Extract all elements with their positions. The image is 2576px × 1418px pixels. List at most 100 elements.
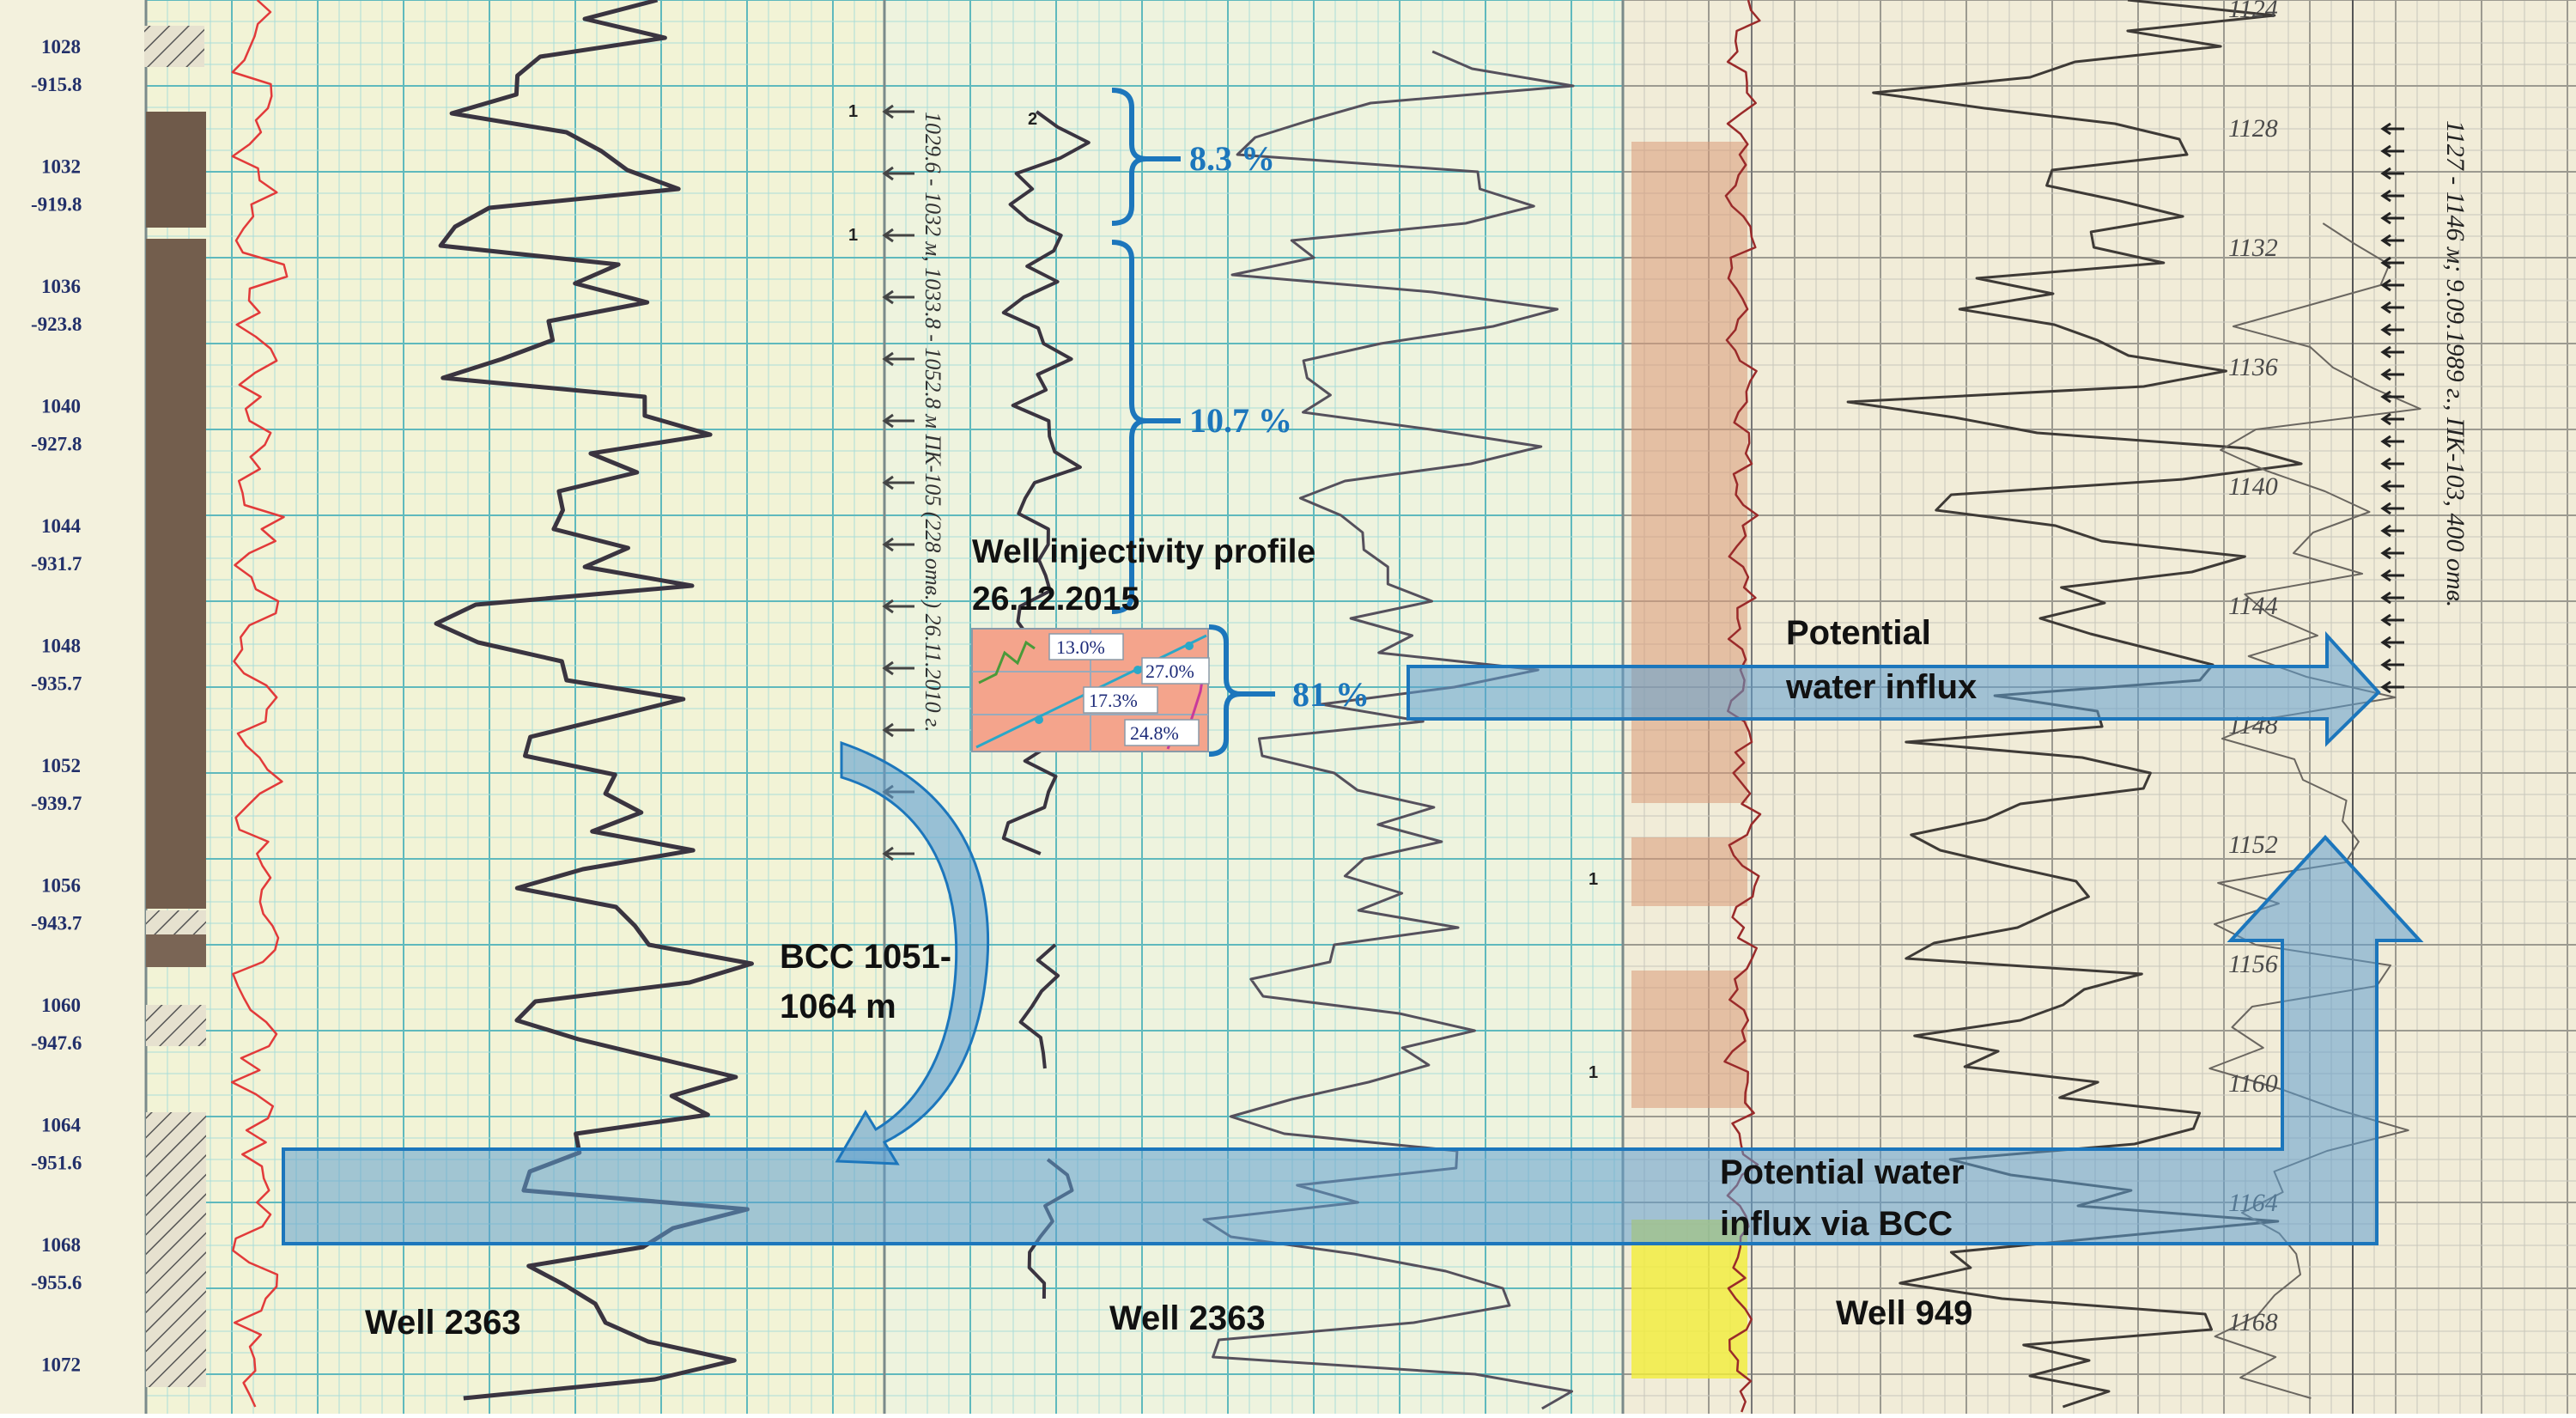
perforation-arrow-head — [2380, 234, 2391, 247]
lithology-hatch — [146, 1112, 206, 1387]
influx-label-line1: Potential — [1786, 614, 1931, 652]
inset-cell-value: 17.3% — [1089, 690, 1138, 711]
perforation-arrow-head — [2380, 524, 2391, 538]
depth-md-label: 1068 — [41, 1234, 81, 1256]
inset-cell-box — [1141, 657, 1210, 685]
perforation-arrow-head — [2380, 435, 2391, 448]
depth-tvd-label: -951.6 — [31, 1153, 82, 1174]
perforation-arrow-head — [2380, 144, 2391, 158]
perforation-arrow-head — [2380, 412, 2391, 426]
depth-md-label: 1052 — [41, 755, 81, 776]
highlight-zone — [1631, 1220, 1747, 1378]
inset-cell-value: 24.8% — [1130, 722, 1179, 744]
depth-tvd-label: -927.8 — [31, 434, 82, 455]
perforation-arrow-head — [2380, 278, 2391, 292]
gamma-curve — [1018, 943, 1060, 1069]
perforation-zone — [1631, 837, 1747, 906]
interval-brackets — [1111, 88, 1275, 757]
curve-marker-1: 1 — [848, 226, 858, 245]
interval-percent-3: 81 % — [1292, 675, 1370, 714]
lithology-hatch — [144, 26, 204, 67]
perforation-arrow-head — [882, 166, 894, 181]
depth-md-label: 1048 — [41, 636, 81, 657]
well-949-depth-label: 1124 — [2228, 0, 2278, 23]
depth-tvd-label: -931.7 — [31, 553, 82, 575]
lithology-sandstone — [146, 934, 206, 967]
curve-marker-1: 1 — [1589, 1063, 1598, 1082]
perforation-arrow-head — [882, 660, 894, 676]
well-949-depth-label: 1156 — [2228, 950, 2278, 978]
perforation-arrow-head — [882, 475, 894, 490]
perforation-arrow-head — [882, 722, 894, 738]
curve-marker-1: 1 — [1589, 870, 1598, 889]
influx-label-line2: water influx — [1785, 668, 1977, 706]
perforation-arrow-head — [2380, 457, 2391, 471]
perforation-arrow-head — [2380, 658, 2391, 672]
lithology-sandstone — [146, 112, 206, 228]
depth-tvd-label: -943.7 — [31, 913, 82, 934]
depth-tvd-label: -939.7 — [31, 793, 82, 814]
perforation-arrow-head — [882, 351, 894, 367]
left-strip — [0, 0, 146, 1414]
perforation-arrow-head — [2380, 368, 2391, 381]
lithology-sandstone — [146, 239, 206, 909]
sp-curve — [230, 0, 289, 1408]
bcc-influx-arrow — [282, 835, 2424, 1245]
inset-point — [1133, 666, 1142, 674]
well-949-depth-label: 1128 — [2228, 114, 2278, 143]
depth-md-label: 1072 — [41, 1354, 81, 1376]
depth-tvd-label: -947.6 — [31, 1032, 82, 1054]
perforation-arrow-head — [2380, 591, 2391, 605]
depth-md-label: 1040 — [41, 396, 81, 417]
bcc-label-line1: BCC 1051- — [780, 938, 951, 976]
perforation-arrow-head — [2380, 256, 2391, 270]
well-label-panel-1: Well 2363 — [365, 1304, 521, 1342]
lithology-hatch — [146, 910, 206, 934]
depth-md-label: 1044 — [41, 515, 82, 537]
bcc-influx-label-line1: Potential water — [1720, 1153, 1965, 1191]
perforation-arrow-head — [2380, 345, 2391, 359]
water-influx-arrow — [1406, 630, 2381, 747]
depth-md-label: 1036 — [41, 276, 81, 297]
inset-point — [1035, 715, 1043, 724]
depth-tvd-label: -923.8 — [31, 313, 82, 335]
perforation-markers — [882, 104, 2404, 861]
perforation-arrow-head — [2380, 390, 2391, 404]
injectivity-title-line1: Well injectivity profile — [972, 533, 1315, 570]
perforation-arrow-head — [2380, 569, 2391, 582]
bcc-label-line2: 1064 m — [780, 988, 896, 1025]
perforation-arrow-head — [2380, 680, 2391, 694]
curve-marker-2: 2 — [1028, 110, 1037, 129]
lithology-hatch — [146, 1005, 206, 1046]
curve-marker-1: 1 — [848, 102, 858, 121]
perforation-zone — [1631, 971, 1747, 1108]
inset-point — [1185, 642, 1194, 650]
perforation-arrow-head — [2380, 167, 2391, 180]
perforation-arrow-head — [2380, 546, 2391, 560]
interval-percent-1: 8.3 % — [1189, 139, 1275, 178]
inset-green-curve — [978, 640, 1036, 685]
perforation-arrow-head — [882, 413, 894, 429]
depth-md-label: 1060 — [41, 995, 81, 1016]
perforation-arrow-head — [882, 289, 894, 305]
depth-md-label: 1032 — [41, 156, 81, 178]
well-949-depth-label: 1136 — [2228, 353, 2278, 381]
perforation-arrow-head — [2380, 502, 2391, 515]
well-949-depth-labels: 1124112811321136114011441148115211561160… — [2228, 0, 2278, 1336]
injectivity-title-line2: 26.12.2015 — [972, 581, 1139, 618]
inset-cell-value: 13.0% — [1056, 636, 1105, 658]
handwritten-perforation-note-well-949: 1127 - 1146 м; 9.09.1989 г., ПК-103, 400… — [2441, 120, 2470, 607]
well-949-depth-label: 1140 — [2228, 472, 2278, 501]
perforation-arrow-head — [2380, 122, 2391, 136]
inset-cell-box — [1048, 633, 1124, 660]
depth-md-label: 1064 — [41, 1115, 82, 1136]
depth-md-label: 1028 — [41, 36, 81, 58]
perforation-arrow-head — [882, 599, 894, 614]
depth-tvd-label: -915.8 — [31, 74, 82, 95]
inset-cell-value: 27.0% — [1145, 660, 1194, 682]
perforation-arrow-head — [2380, 323, 2391, 337]
depth-tvd-label: -919.8 — [31, 194, 82, 216]
well-label-panel-3: Well 949 — [1836, 1294, 1972, 1332]
lithology-column — [144, 26, 206, 1387]
